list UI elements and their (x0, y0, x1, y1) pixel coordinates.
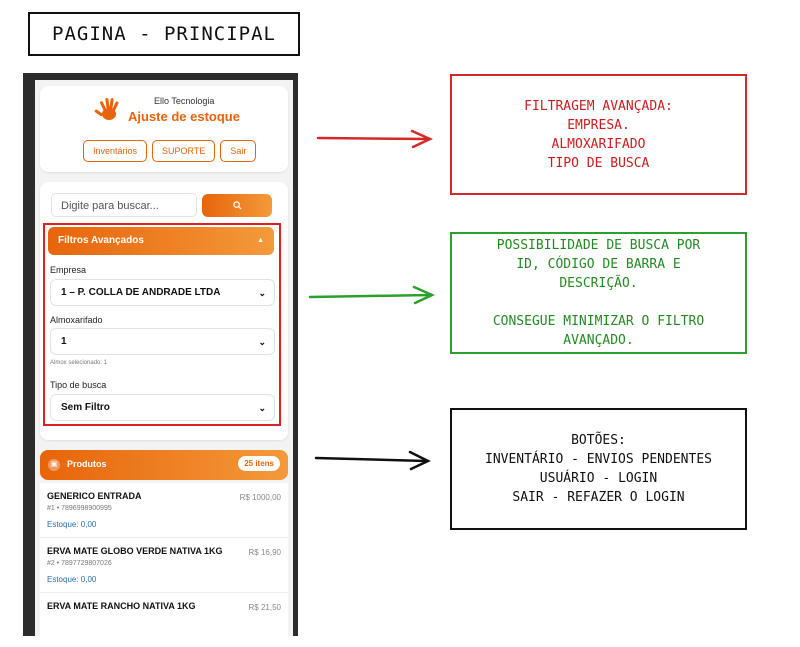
almoxarifado-value: 1 (61, 336, 67, 347)
advanced-filters-label: Filtros Avançados (58, 235, 144, 246)
note-filtragem: FILTRAGEM AVANÇADA: EMPRESA. ALMOXARIFAD… (450, 74, 747, 195)
search-button[interactable] (202, 194, 272, 217)
product-name: ERVA MATE GLOBO VERDE NATIVA 1KG (47, 546, 223, 556)
green-arrow (308, 285, 436, 305)
note-line: INVENTÁRIO - ENVIOS PENDENTES (485, 452, 712, 467)
list-item[interactable]: ERVA MATE RANCHO NATIVA 1KG R$ 21,50 (40, 593, 288, 636)
list-item[interactable]: GENERICO ENTRADA R$ 1000,00 #1 • 7896998… (40, 483, 288, 538)
product-name: ERVA MATE RANCHO NATIVA 1KG (47, 601, 196, 611)
almoxarifado-label: Almoxarifado (50, 315, 103, 325)
note-line: CONSEGUE MINIMIZAR O FILTRO (492, 314, 705, 329)
product-name: GENERICO ENTRADA (47, 491, 142, 501)
app-header: Ello Tecnologia Ajuste de estoque Invent… (40, 86, 288, 172)
app-screen: Ello Tecnologia Ajuste de estoque Invent… (35, 80, 293, 636)
product-price: R$ 16,90 (248, 548, 281, 557)
note-line: USUÁRIO - LOGIN (539, 471, 658, 486)
note-line: FILTRAGEM AVANÇADA: (524, 98, 673, 114)
suporte-button[interactable]: SUPORTE (152, 140, 216, 162)
note-busca: POSSIBILIDADE DE BUSCA POR ID, CÓDIGO DE… (450, 232, 747, 354)
page-title: PAGINA - PRINCIPAL (28, 12, 300, 56)
products-icon: ▣ (48, 459, 60, 471)
search-filter-card: Digite para buscar... Filtros Avançados … (40, 182, 288, 440)
app-title: Ajuste de estoque (128, 109, 240, 124)
red-arrow (316, 129, 434, 149)
empresa-value: 1 – P. COLLA DE ANDRADE LTDA (61, 287, 221, 298)
product-price: R$ 21,50 (248, 603, 281, 612)
product-code: #2 • 7897729807026 (47, 560, 112, 567)
product-price: R$ 1000,00 (239, 493, 281, 502)
advanced-filters-toggle[interactable]: Filtros Avançados ▲ (48, 227, 274, 255)
product-stock: Estoque: 0,00 (47, 520, 97, 529)
products-count-badge: 25 itens (238, 456, 280, 471)
company-name: Ello Tecnologia (154, 96, 215, 106)
products-header: ▣ Produtos 25 itens (40, 450, 288, 480)
note-line: AVANÇADO. (563, 333, 634, 348)
chevron-down-icon: ⌄ (258, 337, 266, 347)
note-line: DESCRIÇÃO. (559, 276, 638, 291)
product-stock: Estoque: 0,00 (47, 575, 97, 584)
chevron-down-icon: ⌄ (258, 403, 266, 413)
note-line: EMPRESA. (567, 117, 630, 133)
product-list: GENERICO ENTRADA R$ 1000,00 #1 • 7896998… (40, 483, 288, 636)
search-icon (232, 201, 242, 210)
empresa-label: Empresa (50, 265, 87, 275)
advanced-filters-highlight (43, 223, 281, 426)
tipo-busca-value: Sem Filtro (61, 402, 110, 413)
nav-bar: Inventários SUPORTE Sair (83, 140, 257, 162)
note-line: TIPO DE BUSCA (547, 155, 650, 171)
empresa-select[interactable]: 1 – P. COLLA DE ANDRADE LTDA ⌄ (50, 279, 275, 306)
phone-mockup: Ello Tecnologia Ajuste de estoque Invent… (23, 73, 298, 636)
inventarios-button[interactable]: Inventários (83, 140, 148, 162)
chevron-down-icon: ⌄ (258, 288, 266, 298)
note-line: POSSIBILIDADE DE BUSCA POR (496, 238, 701, 253)
chevron-up-icon: ▲ (257, 237, 264, 244)
note-botoes: BOTÕES: INVENTÁRIO - ENVIOS PENDENTES US… (450, 408, 747, 530)
search-input[interactable]: Digite para buscar... (51, 193, 197, 217)
note-line: ALMOXARIFADO (551, 136, 646, 152)
note-line: ID, CÓDIGO DE BARRA E (516, 257, 681, 272)
note-line: SAIR - REFAZER O LOGIN (512, 490, 685, 505)
product-code: #1 • 7896998900995 (47, 505, 112, 512)
almoxarifado-select[interactable]: 1 ⌄ (50, 328, 275, 355)
tipo-busca-select[interactable]: Sem Filtro ⌄ (50, 394, 275, 421)
list-item[interactable]: ERVA MATE GLOBO VERDE NATIVA 1KG R$ 16,9… (40, 538, 288, 593)
note-line: BOTÕES: (571, 433, 626, 448)
sair-button[interactable]: Sair (220, 140, 257, 162)
hand-icon (94, 97, 119, 120)
almox-selected-note: Almox selecionado: 1 (50, 360, 108, 366)
products-title: Produtos (67, 459, 107, 469)
black-arrow (314, 450, 431, 471)
tipo-busca-label: Tipo de busca (50, 380, 107, 390)
